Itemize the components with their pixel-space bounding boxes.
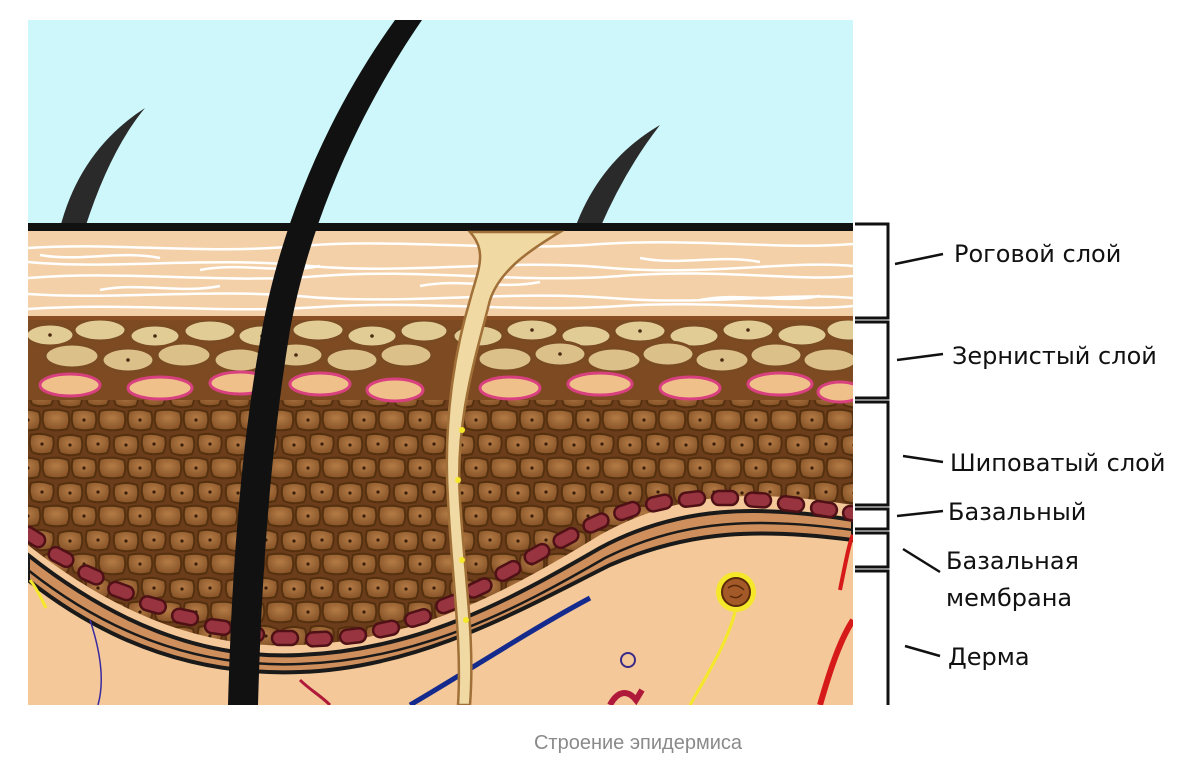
bracket-corneum [855, 222, 890, 320]
bracket-basale [855, 507, 890, 531]
label-basement-membrane-line1: Базальная [946, 547, 1079, 575]
stratum-corneum-bottom-line [28, 316, 853, 320]
label-stratum-basale: Базальный [948, 498, 1086, 526]
stratum-basale-cells [28, 489, 853, 648]
bracket-spinosum [855, 400, 890, 507]
basement-membrane-band [28, 508, 853, 675]
bracket-membrane [855, 531, 890, 569]
layer-brackets [855, 222, 890, 705]
air-background [28, 20, 853, 240]
label-stratum-spinosum: Шиповатый слой [950, 449, 1165, 477]
small-hair-left [60, 108, 145, 228]
stratum-granulosum-cells [28, 317, 853, 404]
bracket-granulosum [855, 320, 890, 400]
figure-caption: Строение эпидермиса [534, 732, 743, 754]
lymph-vessel [408, 595, 592, 705]
skin-surface-line [28, 223, 853, 231]
label-stratum-granulosum: Зернистый слой [952, 342, 1157, 370]
label-dermis: Дерма [948, 643, 1030, 671]
main-hair-shaft [228, 20, 422, 705]
leader-lines [894, 252, 944, 658]
bracket-dermis [855, 569, 890, 705]
label-basement-membrane-line2: мембрана [946, 584, 1072, 612]
nerve-fiber [688, 611, 737, 705]
dermis-details [28, 533, 853, 705]
label-stratum-corneum: Роговой слой [954, 240, 1121, 268]
sweat-duct [445, 230, 565, 705]
skin-illustration [28, 20, 853, 705]
basement-membrane-inner [28, 521, 853, 666]
small-hair-right [575, 125, 660, 228]
blood-vessel [817, 618, 853, 705]
